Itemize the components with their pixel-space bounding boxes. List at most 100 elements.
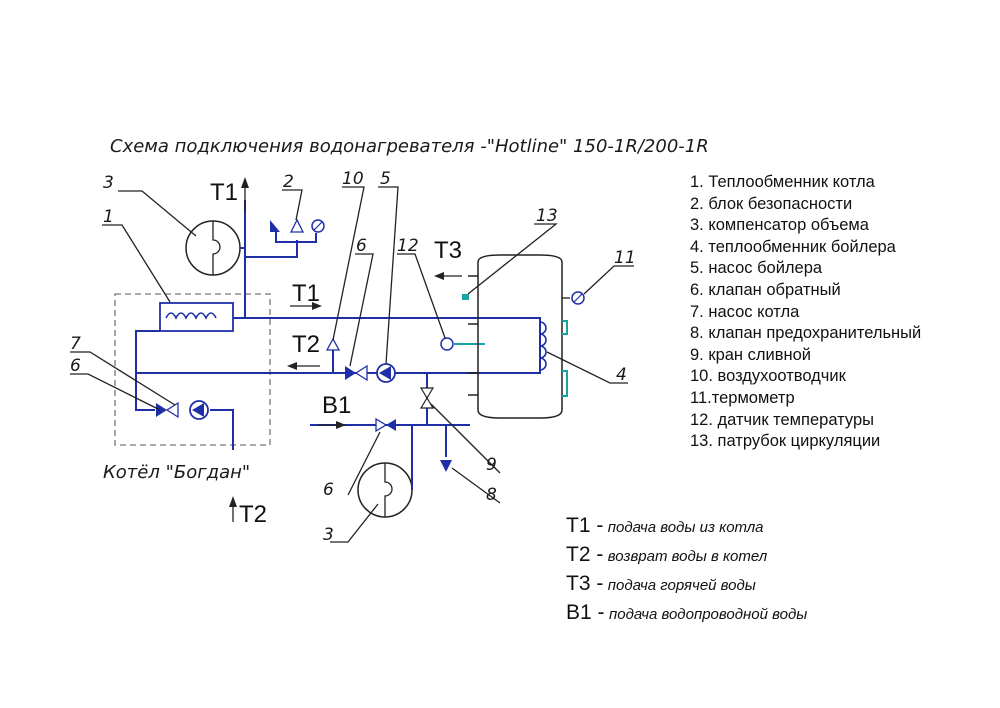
stream-code: B1 - [566,601,605,624]
leader-3-bottom [330,503,379,543]
pipe-pump-branch [135,373,155,411]
pipe-safety-branch [244,240,298,318]
check-valve-icon [386,419,396,431]
label-t1-mid: T1 [292,280,320,307]
leader-4 [546,351,628,384]
thermometer-needle [573,293,583,303]
label-t3: T3 [434,237,462,264]
leader-1 [102,224,171,303]
vessel-membrane [212,221,221,275]
stream-code: T2 - [566,543,604,566]
stream-legend-row: T2 - возврат воды в котел [566,543,807,572]
legend-item: 9. кран сливной [690,345,811,364]
safety-valve-icon [270,220,280,232]
component-legend: 1. Теплообменник котла 2. блок безопасно… [690,172,921,453]
stream-legend-row: B1 - подача водопроводной воды [566,601,807,630]
callout-8: 8 [486,485,497,505]
callout-2: 2 [283,172,294,192]
stream-code: T1 - [566,514,604,537]
air-vent-icon [325,337,341,351]
arrow-head [229,496,237,507]
diagram-title: Схема подключения водонагревателя -"Hotl… [110,136,709,157]
arrow-head [336,421,346,429]
callout-5: 5 [380,169,391,189]
tank-nozzles [468,275,478,396]
leader-3-top [118,190,197,237]
check-valve-icon [345,366,356,380]
legend-item: 10. воздухоотводчик [690,367,846,386]
callout-1: 1 [103,207,114,227]
leader-7 [70,351,176,406]
stream-legend-row: T3 - подача горячей воды [566,572,807,601]
stream-desc: подача воды из котла [607,519,764,536]
stream-legend-row: T1 - подача воды из котла [566,514,807,543]
legend-item: 2. блок безопасности [690,194,853,213]
leader-6-left [70,373,161,411]
pump-impeller [379,366,391,380]
label-t1-top: T1 [210,179,238,206]
air-vent-icon [289,218,305,233]
drain-valve-icon [419,387,435,400]
legend-item: 4. теплообменник бойлера [690,237,896,256]
circulation-nozzle [462,294,469,300]
callout-3-top: 3 [103,173,114,193]
leader-12 [397,253,446,339]
leader-9 [430,403,501,474]
pump-impeller [192,403,204,417]
gauge-needle [313,221,323,231]
safety-group-manifold [275,232,317,243]
stream-code: T3 - [566,572,604,595]
leader-6-top [349,253,374,367]
legend-item: 13. патрубок циркуляции [690,432,881,451]
callout-9: 9 [486,455,497,475]
boiler-label: Котёл "Богдан" [103,462,250,483]
check-valve-icon [165,401,179,419]
leader-2 [282,189,303,221]
check-valve-icon [156,403,167,417]
callout-6-left: 6 [70,356,81,376]
stream-desc: возврат воды в котел [607,548,768,565]
legend-item: 3. компенсатор объема [690,216,869,235]
stream-desc: подача водопроводной воды [608,606,808,623]
legend-item: 11.термометр [690,388,795,407]
pipe-t2-outlet [210,409,234,450]
legend-item: 5. насос бойлера [690,259,823,278]
leader-8 [451,467,501,504]
water-heater-tank [477,254,563,419]
callout-7: 7 [70,334,81,354]
callout-11: 11 [614,248,636,268]
arrow-head [312,302,322,310]
relief-valve-icon [440,460,452,472]
boiler-outline [114,293,271,446]
legend-item: 8. клапан предохранительный [690,324,922,343]
heater-coil [539,321,547,371]
arrow-head [241,177,249,188]
exchanger-coil [165,312,217,320]
label-t2-mid: T2 [292,331,320,358]
callout-6-bottom: 6 [323,480,334,500]
stream-legend: T1 - подача воды из котла T2 - возврат в… [566,514,807,630]
legend-item: 1. Теплообменник котла [690,173,875,191]
legend-item: 6. клапан обратный [690,280,841,299]
check-valve-icon [375,417,388,433]
label-t2-bottom: T2 [239,501,267,528]
label-b1: B1 [322,392,351,419]
vessel-membrane [384,463,393,517]
callout-3-bottom: 3 [323,525,334,545]
stream-desc: подача горячей воды [607,577,756,594]
pipe-coil-loop [530,317,541,374]
drain-valve-icon [419,396,435,409]
arrow-head [434,272,444,280]
callout-13: 13 [536,206,558,226]
leader-13 [467,223,558,295]
callout-4: 4 [616,365,627,385]
leader-5 [378,186,399,365]
leader-6-bottom [347,431,381,496]
callout-10: 10 [342,169,364,189]
leader-10 [332,186,365,341]
temp-sensor-icon [440,337,454,351]
callout-12: 12 [397,236,419,256]
callout-6-top: 6 [356,236,367,256]
legend-item: 7. насос котла [690,302,800,321]
check-valve-icon [354,364,368,382]
